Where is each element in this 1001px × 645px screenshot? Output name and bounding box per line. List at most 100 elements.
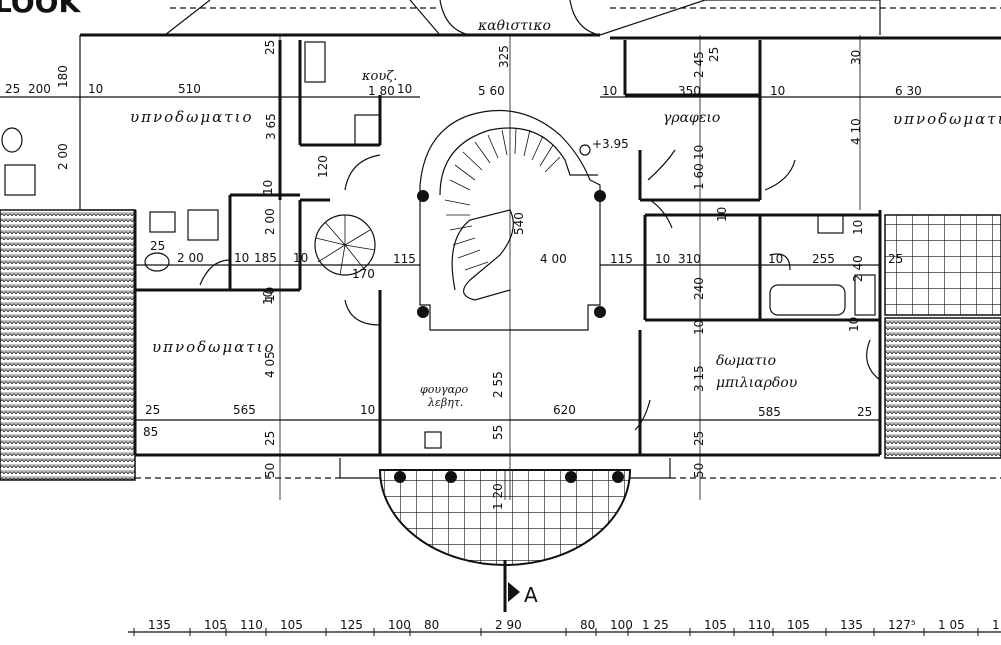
column-2 bbox=[594, 190, 606, 202]
dim-label: 10 bbox=[360, 403, 375, 417]
dim-label: 2 00 bbox=[177, 251, 204, 265]
bottom-dim-label: 125 bbox=[340, 618, 363, 632]
kitchen-counter bbox=[354, 114, 381, 146]
dim-label: 10 bbox=[851, 220, 865, 235]
dim-lines bbox=[279, 35, 861, 500]
bottom-dim-label: 100 bbox=[388, 618, 411, 632]
dim-label: 185 bbox=[254, 251, 277, 265]
bottom-dim-label: 80 bbox=[424, 618, 439, 632]
dim-label: 10 bbox=[655, 252, 670, 266]
dim-label: 310 bbox=[678, 252, 701, 266]
dim-label: 4 10 bbox=[849, 118, 863, 145]
bottom-dim-label: 135 bbox=[148, 618, 171, 632]
section-arrow-icon bbox=[508, 582, 520, 602]
dim-label: 115 bbox=[393, 252, 416, 266]
dim-label: 2 45 bbox=[692, 51, 706, 78]
dim-label: 50 bbox=[692, 463, 706, 478]
column-1 bbox=[417, 190, 429, 202]
level-label: +3.95 bbox=[592, 137, 629, 151]
dim-label: 565 bbox=[233, 403, 256, 417]
bottom-dim-label: 110 bbox=[748, 618, 771, 632]
column-3 bbox=[417, 306, 429, 318]
room-billiard-2: μπιλιαρδου bbox=[716, 375, 798, 391]
dim-label: 2 40 bbox=[851, 255, 865, 282]
dim-label: 10 bbox=[602, 84, 617, 98]
bottom-dim-label: 135 bbox=[840, 618, 863, 632]
boiler-unit bbox=[424, 431, 442, 449]
bottom-dim-label: 110 bbox=[240, 618, 263, 632]
dim-label: 25 bbox=[145, 403, 160, 417]
dim-label: 25 bbox=[888, 252, 903, 266]
interior-lines bbox=[0, 96, 1001, 421]
room-boiler-1: φουγαρο bbox=[420, 383, 468, 396]
dim-label: 10 bbox=[847, 317, 861, 332]
dim-label: 115 bbox=[610, 252, 633, 266]
dim-label: 25 bbox=[857, 405, 872, 419]
sink-right bbox=[817, 214, 844, 234]
dim-label: 25 bbox=[263, 40, 277, 55]
bottom-dim-label: 105 bbox=[704, 618, 727, 632]
dim-label: 25 bbox=[5, 82, 20, 96]
dim-label: 25 bbox=[692, 431, 706, 446]
top-arch bbox=[439, 0, 601, 36]
balcony-column-4 bbox=[612, 471, 624, 483]
dim-label: 255 bbox=[812, 252, 835, 266]
dim-label: 25 bbox=[707, 47, 721, 62]
bottom-dim-label: 127⁵ bbox=[888, 618, 916, 632]
dim-label: 240 bbox=[692, 277, 706, 300]
bottom-dim-label: 105 bbox=[204, 618, 227, 632]
stair-enclosure bbox=[419, 109, 601, 331]
bottom-dim-label: 80 bbox=[580, 618, 595, 632]
balcony-top-left bbox=[164, 0, 441, 36]
balcony-top-right bbox=[599, 0, 881, 36]
section-label: A bbox=[524, 583, 538, 607]
dim-label: 10 bbox=[293, 251, 308, 265]
dim-label: 1 60 bbox=[692, 163, 706, 190]
dim-label: 2 00 bbox=[56, 143, 70, 170]
dim-label: 180 bbox=[56, 65, 70, 88]
dim-label: 170 bbox=[352, 267, 375, 281]
dim-label: 2 55 bbox=[491, 371, 505, 398]
toilet-left bbox=[144, 252, 170, 272]
door-arcs bbox=[199, 149, 881, 431]
dim-label: 25 bbox=[150, 239, 165, 253]
dim-label: 200 bbox=[28, 82, 51, 96]
balcony-column-1 bbox=[394, 471, 406, 483]
spiral-stair-treads bbox=[315, 215, 376, 276]
dim-label: 6 30 bbox=[895, 84, 922, 98]
dim-label: 540 bbox=[512, 212, 526, 235]
dim-label: 3 15 bbox=[692, 365, 706, 392]
dim-label: 10 bbox=[88, 82, 103, 96]
dim-label: 120 bbox=[316, 155, 330, 178]
toilet-topleft bbox=[1, 127, 23, 153]
room-lounge: καθιστικο bbox=[477, 18, 551, 34]
stove bbox=[304, 41, 326, 83]
dim-label: 25 bbox=[263, 431, 277, 446]
dim-label: 10 bbox=[234, 251, 249, 265]
sink-left bbox=[149, 211, 176, 233]
bottom-dim-label: 1 05 bbox=[938, 618, 965, 632]
dim-label: 350 bbox=[678, 84, 701, 98]
dim-label: 10 bbox=[263, 287, 277, 302]
bottom-dim-label: 105 bbox=[787, 618, 810, 632]
balcony-column-2 bbox=[445, 471, 457, 483]
balcony-semicircle bbox=[378, 469, 632, 566]
room-bedroom-right: υπνοδωματιο bbox=[893, 110, 1001, 128]
room-office: γραφειο bbox=[663, 110, 720, 126]
room-bedroom-bottom: υπνοδωματιο bbox=[152, 338, 275, 356]
dim-label: 325 bbox=[497, 45, 511, 68]
dim-label: 30 bbox=[849, 50, 863, 65]
terrace-right-tiles bbox=[884, 214, 1001, 316]
stair-treads bbox=[444, 127, 561, 271]
dim-label: 1 20 bbox=[491, 483, 505, 510]
dim-label: 10 bbox=[692, 145, 706, 160]
room-kitchenette: κουζ. bbox=[361, 69, 397, 84]
balcony-column-3 bbox=[565, 471, 577, 483]
shower-tray-topleft bbox=[4, 164, 36, 196]
bottom-dim-label: 2 90 bbox=[495, 618, 522, 632]
dim-label: 4 05 bbox=[263, 351, 277, 378]
stair-inner bbox=[439, 127, 598, 301]
dim-label: 10 bbox=[397, 82, 412, 96]
